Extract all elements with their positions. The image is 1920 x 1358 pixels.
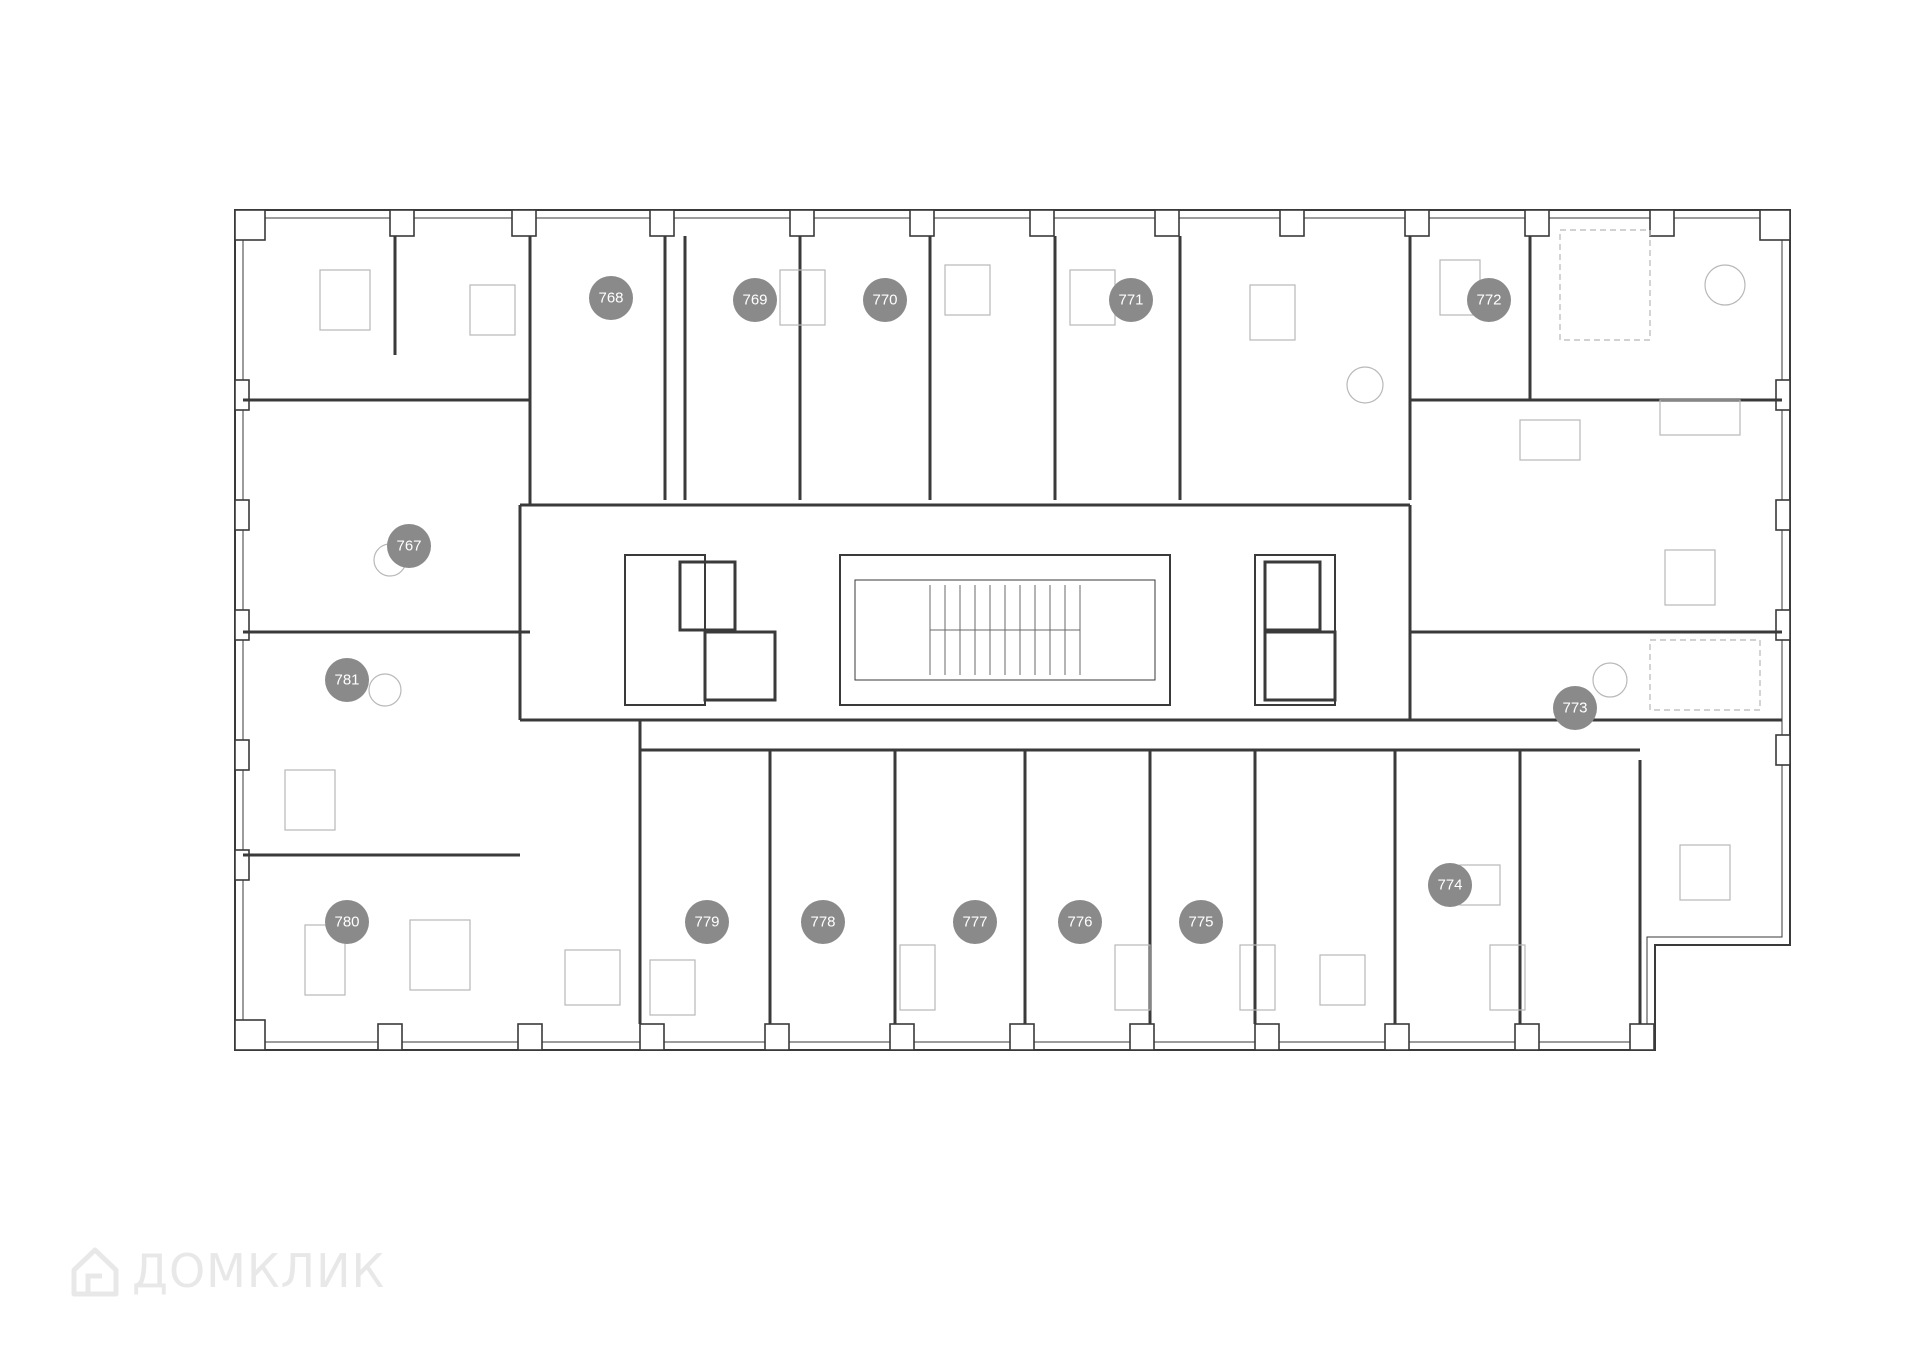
apartment-marker-circle — [1428, 863, 1472, 907]
apartment-number-label: 773 — [1562, 700, 1587, 717]
apartment-number-label: 779 — [694, 914, 719, 931]
apartment-number-label: 777 — [962, 914, 987, 931]
building-core — [624, 554, 1337, 706]
apartment-marker-781[interactable]: 781 — [325, 658, 369, 702]
apartment-marker-circle — [801, 900, 845, 944]
apartment-marker-circle — [733, 278, 777, 322]
columns — [234, 209, 1791, 1051]
watermark: ДОМКЛИК — [68, 1244, 385, 1298]
watermark-text: ДОМКЛИК — [132, 1244, 386, 1298]
apartment-number-label: 781 — [334, 672, 359, 689]
apartment-number-label: 774 — [1437, 877, 1462, 894]
apartment-marker-775[interactable]: 775 — [1179, 900, 1223, 944]
apartment-marker-777[interactable]: 777 — [953, 900, 997, 944]
apartment-marker-774[interactable]: 774 — [1428, 863, 1472, 907]
apartment-marker-772[interactable]: 772 — [1467, 278, 1511, 322]
apartment-number-label: 768 — [598, 290, 623, 307]
apartment-number-label: 770 — [872, 292, 897, 309]
interior-walls — [243, 236, 1782, 1024]
apartment-number-label: 775 — [1188, 914, 1213, 931]
apartment-marker-circle — [685, 900, 729, 944]
apartment-marker-773[interactable]: 773 — [1553, 686, 1597, 730]
apartment-number-label: 767 — [396, 538, 421, 555]
apartment-marker-circle — [1109, 278, 1153, 322]
apartment-marker-770[interactable]: 770 — [863, 278, 907, 322]
apartment-marker-767[interactable]: 767 — [387, 524, 431, 568]
apartment-marker-779[interactable]: 779 — [685, 900, 729, 944]
apartment-number-label: 771 — [1118, 292, 1143, 309]
apartment-number-label: 778 — [810, 914, 835, 931]
apartment-marker-776[interactable]: 776 — [1058, 900, 1102, 944]
apartment-marker-circle — [1467, 278, 1511, 322]
stair-treads — [929, 585, 1081, 675]
apartment-number-label: 780 — [334, 914, 359, 931]
apartment-marker-768[interactable]: 768 — [589, 276, 633, 320]
apartment-marker-769[interactable]: 769 — [733, 278, 777, 322]
apartment-marker-circle — [1058, 900, 1102, 944]
apartment-marker-circle — [325, 900, 369, 944]
apartment-marker-circle — [953, 900, 997, 944]
apartment-marker-circle — [387, 524, 431, 568]
apartment-number-label: 776 — [1067, 914, 1092, 931]
apartment-number-label: 772 — [1476, 292, 1501, 309]
house-logo-icon — [71, 1247, 119, 1297]
apartment-marker-circle — [325, 658, 369, 702]
apartment-marker-circle — [863, 278, 907, 322]
apartment-marker-780[interactable]: 780 — [325, 900, 369, 944]
apartment-marker-circle — [1179, 900, 1223, 944]
apartment-marker-circle — [589, 276, 633, 320]
apartment-marker-circle — [1553, 686, 1597, 730]
apartment-marker-778[interactable]: 778 — [801, 900, 845, 944]
apartment-marker-771[interactable]: 771 — [1109, 278, 1153, 322]
apartment-number-label: 769 — [742, 292, 767, 309]
furniture — [284, 229, 1761, 1016]
apartment-markers: 767 768 769 770 771 772 773 774 775 776 777 778 779 7… — [325, 276, 1597, 944]
